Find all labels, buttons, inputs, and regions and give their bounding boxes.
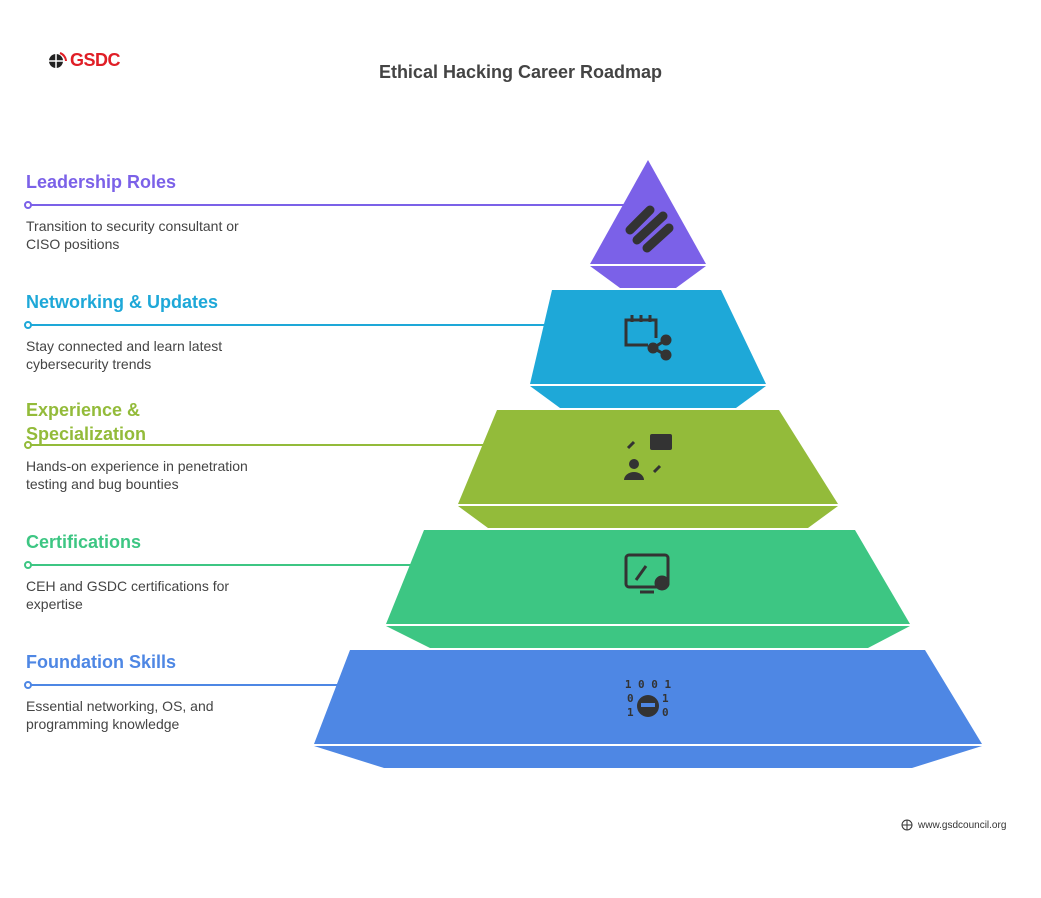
level-title: Foundation Skills — [26, 652, 177, 672]
level-title: Networking & Updates — [26, 292, 219, 312]
level-title: Certifications — [26, 532, 142, 552]
svg-text:1: 1 — [662, 692, 669, 705]
level-title: Leadership Roles — [26, 172, 177, 192]
gsdc-logo: GSDC — [46, 50, 121, 71]
level-networking — [24, 290, 766, 408]
level-description: Hands-on experience in penetration testi… — [26, 458, 248, 492]
svg-text:1 0 0 1: 1 0 0 1 — [625, 678, 672, 691]
level-description: Stay connected and learn latest cybersec… — [26, 338, 223, 372]
level-title: Experience & Specialization — [26, 400, 147, 444]
globe-icon — [49, 51, 67, 68]
svg-text:0: 0 — [627, 692, 634, 705]
website-link[interactable]: www.gsdcouncil.org — [918, 819, 1007, 831]
footer: www.gsdcouncil.org — [900, 819, 1006, 831]
certificate-icon — [624, 553, 670, 594]
level-description: Transition to security consultant or CIS… — [26, 218, 239, 252]
level-experience — [24, 410, 838, 528]
page-title: Ethical Hacking Career Roadmap — [378, 62, 663, 82]
level-certifications — [24, 530, 910, 648]
level-leadership — [24, 160, 706, 288]
globe-icon — [901, 819, 913, 831]
calendar-share-icon — [624, 315, 672, 361]
level-description: CEH and GSDC certifications for expertis… — [26, 578, 230, 612]
sliders-icon — [625, 205, 674, 253]
svg-text:0: 0 — [662, 706, 669, 719]
svg-text:1: 1 — [627, 706, 634, 719]
level-description: Essential networking, OS, and programmin… — [26, 698, 214, 732]
user-presentation-icon — [624, 434, 672, 480]
